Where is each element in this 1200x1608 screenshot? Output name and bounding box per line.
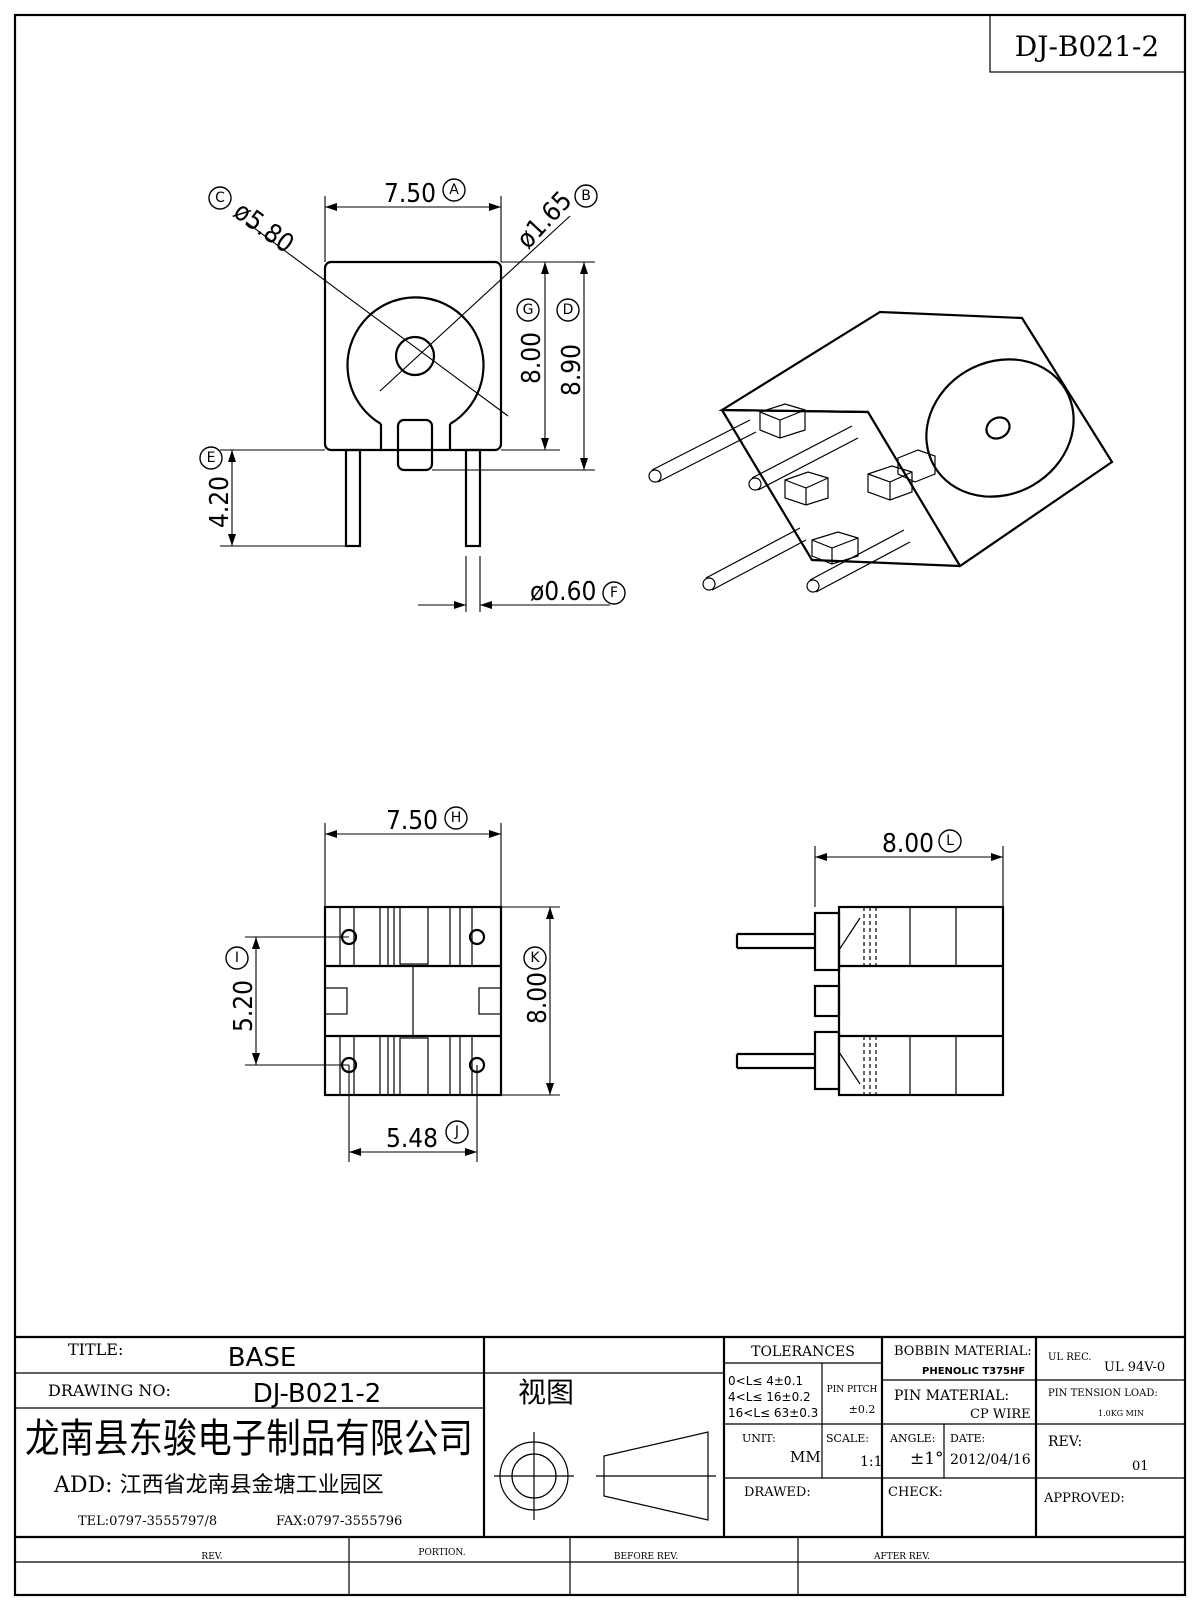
angle-value: ±1° <box>910 1449 944 1469</box>
ref-d <box>556 298 580 322</box>
svg-text:H: H <box>451 810 462 826</box>
ref-f <box>602 581 626 605</box>
svg-text:K: K <box>530 950 540 966</box>
pin-tension-value: 1.0KG MIN <box>1098 1409 1144 1418</box>
after-rev-col-header: AFTER REV. <box>873 1552 930 1562</box>
drawing-id-box <box>989 14 1186 73</box>
dim-c-leader <box>245 221 509 417</box>
title-block: TITLE: BASE DRAWING NO: DJ-B021-2 龙南县东骏电… <box>15 1335 1185 1595</box>
tol-3: 16<L≤ 63±0.3 <box>728 1406 818 1420</box>
company-tel: TEL:0797-3555797/8 <box>78 1514 217 1529</box>
ref-e <box>199 446 223 470</box>
unit-label: UNIT: <box>742 1432 776 1445</box>
ref-b <box>574 184 598 208</box>
pin-material-value: CP WIRE <box>970 1407 1031 1422</box>
bottom-view: 7.50 H 5.20 I 8.00 K 5.48 J <box>225 806 560 1162</box>
rev-label: REV: <box>1048 1434 1082 1450</box>
scale-label: SCALE: <box>826 1432 869 1445</box>
ul-rec-value: UL 94V-0 <box>1104 1360 1165 1375</box>
svg-text:A: A <box>449 182 459 198</box>
svg-text:E: E <box>207 450 216 466</box>
portion-col-header: PORTION. <box>418 1548 465 1558</box>
ref-g <box>516 298 540 322</box>
drawed-label: DRAWED: <box>744 1485 811 1500</box>
company-name: 龙南县东骏电子制品有限公司 <box>25 1416 473 1462</box>
drawing-id: DJ-B021-2 <box>1015 30 1159 63</box>
view-label: 视图 <box>518 1376 574 1409</box>
projection-symbol <box>494 1431 716 1521</box>
ref-h <box>444 806 468 830</box>
ref-j <box>445 1120 469 1144</box>
iso-body-top <box>718 310 1114 568</box>
check-label: CHECK: <box>888 1485 943 1500</box>
tol-2: 4<L≤ 16±0.2 <box>728 1390 811 1404</box>
ref-l <box>938 829 962 853</box>
front-tab <box>396 418 434 472</box>
company-address: ADD: 江西省龙南县金塘工业园区 <box>53 1473 384 1498</box>
title-value: BASE <box>228 1343 297 1373</box>
svg-text:L: L <box>946 833 954 849</box>
svg-text:F: F <box>610 585 618 601</box>
dim-f-value: ø0.60 <box>530 577 596 607</box>
dim-b-leader <box>379 215 571 392</box>
front-pin-right <box>464 448 482 548</box>
pin-pitch-label: PIN PITCH <box>827 1385 878 1395</box>
scale-value: 1:1 <box>860 1454 883 1470</box>
ref-k <box>523 946 547 970</box>
dim-k-value: 8.00 <box>523 972 553 1024</box>
front-body <box>323 260 503 452</box>
isometric-view <box>648 310 1114 593</box>
drawing-no-value: DJ-B021-2 <box>253 1379 382 1409</box>
svg-text:G: G <box>523 302 534 318</box>
dim-j-value: 5.48 <box>386 1124 438 1154</box>
date-label: DATE: <box>950 1432 985 1445</box>
svg-text:I: I <box>235 950 239 966</box>
bobbin-material-value: PHENOLIC T375HF <box>922 1366 1025 1377</box>
rev-value: 01 <box>1132 1459 1149 1474</box>
svg-text:J: J <box>454 1124 459 1140</box>
title-label: TITLE: <box>68 1340 123 1359</box>
iso-pins <box>648 419 911 593</box>
tol-1: 0<L≤ 4±0.1 <box>728 1374 803 1388</box>
svg-text:D: D <box>563 302 574 318</box>
pin-tension-label: PIN TENSION LOAD: <box>1048 1388 1158 1399</box>
dim-d-value: 8.90 <box>557 344 587 396</box>
drawing-no-label: DRAWING NO: <box>48 1381 171 1400</box>
front-circle <box>346 296 485 425</box>
side-view: 8.00 L <box>735 829 1005 1097</box>
dim-g-value: 8.00 <box>517 332 547 384</box>
svg-text:B: B <box>581 188 591 204</box>
dim-e-value: 4.20 <box>205 476 235 528</box>
angle-label: ANGLE: <box>889 1432 935 1445</box>
front-pin-left <box>344 448 362 548</box>
pin-pitch-value: ±0.2 <box>849 1403 876 1416</box>
front-view: 7.50 A C ø5.80 ø1.65 B 8.00 G 8.90 D <box>199 178 626 612</box>
dim-i-value: 5.20 <box>229 980 259 1032</box>
pin-material-label: PIN MATERIAL: <box>894 1388 1009 1404</box>
dim-l-value: 8.00 <box>882 829 934 859</box>
iso-hole <box>985 416 1011 440</box>
bottom-pin-hole <box>468 928 486 946</box>
ref-a <box>442 178 466 202</box>
tolerances-label: TOLERANCES <box>751 1344 855 1360</box>
before-rev-col-header: BEFORE REV. <box>614 1552 678 1562</box>
svg-text:C: C <box>215 190 225 206</box>
approved-label: APPROVED: <box>1043 1491 1125 1506</box>
dim-b-value: ø1.65 <box>511 186 578 255</box>
rev-col-header: REV. <box>201 1552 222 1562</box>
iso-circle <box>925 358 1075 498</box>
ref-i <box>225 946 249 970</box>
company-fax: FAX:0797-3555796 <box>276 1514 402 1529</box>
sheet-border <box>13 13 1187 1597</box>
bobbin-material-label: BOBBIN MATERIAL: <box>894 1344 1032 1359</box>
dim-a-value: 7.50 <box>384 179 436 209</box>
ref-c <box>208 186 232 210</box>
dim-h-value: 7.50 <box>386 806 438 836</box>
dim-c-value: ø5.80 <box>228 196 299 259</box>
date-value: 2012/04/16 <box>950 1452 1031 1468</box>
ul-rec-label: UL REC. <box>1048 1352 1092 1363</box>
unit-value: MM <box>790 1448 821 1466</box>
front-hole <box>394 335 436 377</box>
